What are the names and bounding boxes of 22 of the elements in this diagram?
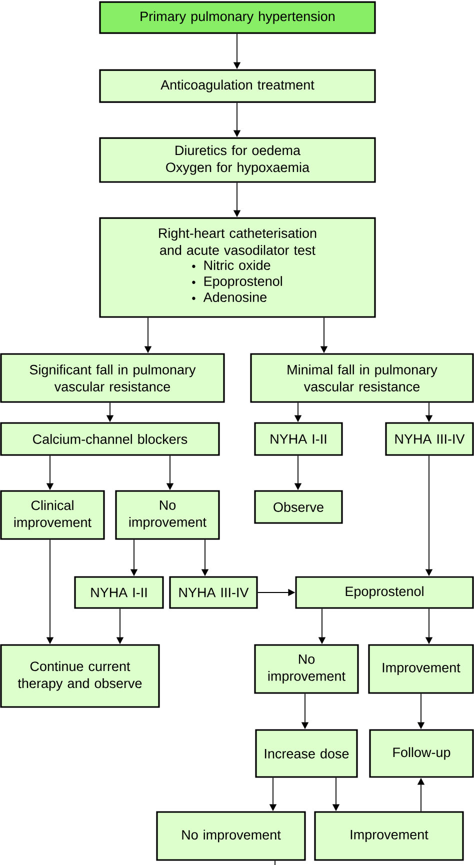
process-box: Improvement xyxy=(314,811,464,861)
process-box: Anticoagulation treatment xyxy=(99,69,376,103)
process-box: NYHA III-IV xyxy=(169,576,258,609)
process-box: Epoprostenol xyxy=(295,576,474,609)
test-box: Right-heart catheterisation and acute vasodilator test Nitric oxide Epoprostenol Adenosine xyxy=(99,217,376,318)
process-box: Minimal fall in pulmonary vascular resistance xyxy=(250,353,474,403)
process-box: No improvement xyxy=(254,644,359,694)
process-box: Follow-up xyxy=(369,729,474,778)
process-box: Calcium-channel blockers xyxy=(0,422,220,456)
process-box: Significant fall in pulmonary vascular resistance xyxy=(0,353,225,403)
process-box: No improvement xyxy=(156,811,306,861)
process-box: Increase dose xyxy=(255,729,358,778)
process-box: Observe xyxy=(254,490,343,524)
process-box: Improvement xyxy=(368,644,474,694)
process-box: Diuretics for oedema Oxygen for hypoxaemia xyxy=(99,137,376,183)
process-box: NYHA I-II xyxy=(74,576,164,609)
process-box: NYHA I-II xyxy=(254,422,343,456)
process-box: No improvement xyxy=(115,490,220,540)
process-box: Clinical improvement xyxy=(0,490,105,540)
process-box: Primary pulmonary hypertension xyxy=(99,1,376,34)
process-box: Continue current therapy and observe xyxy=(0,644,160,708)
process-box: NYHA III-IV xyxy=(385,422,474,456)
